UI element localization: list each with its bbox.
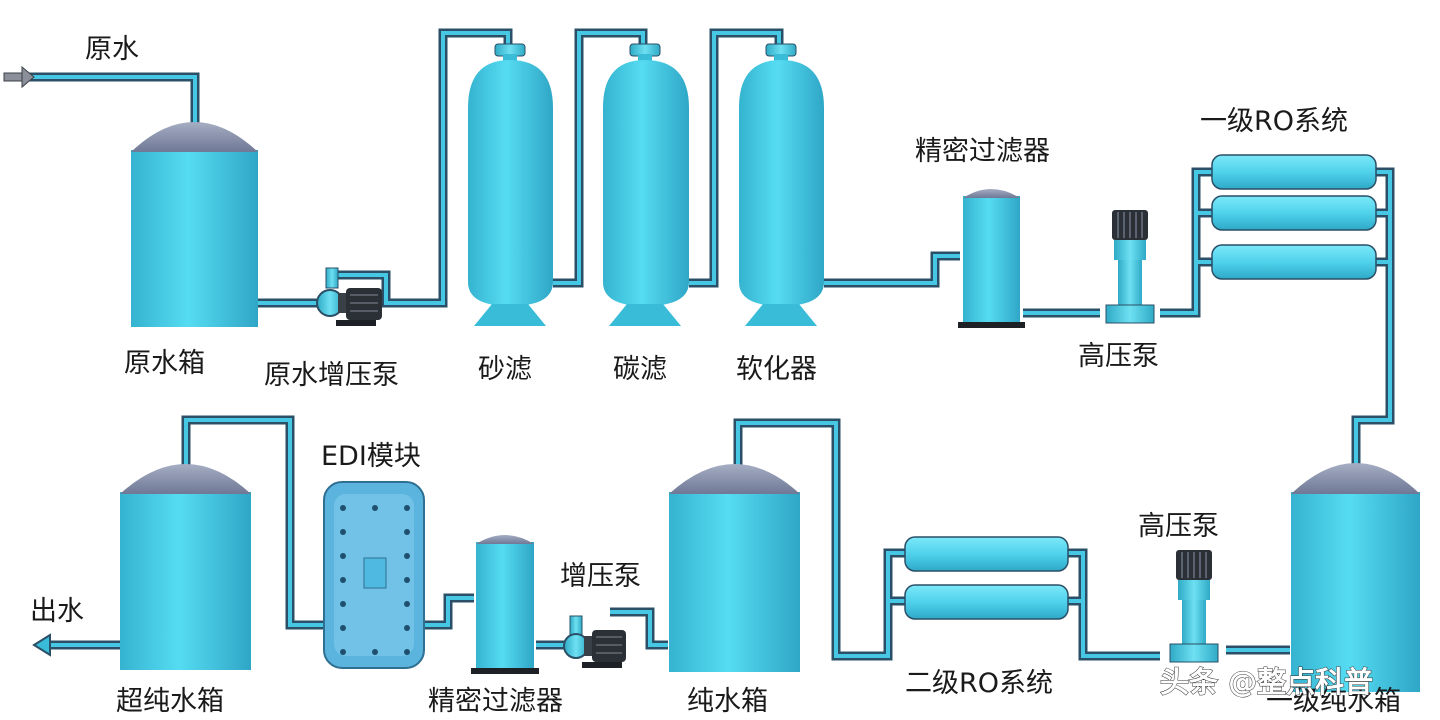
ro2-membranes (904, 536, 1069, 620)
label-raw-water: 原水 (85, 34, 139, 65)
pure-water-tank (669, 464, 800, 672)
edi-module (323, 481, 425, 669)
watermark: 头条 @整点科普 (1160, 665, 1373, 699)
carbon-filter-vessel (603, 43, 689, 326)
precision-filter-bottom (471, 535, 539, 674)
label-outlet-water: 出水 (30, 596, 84, 627)
label-ro1-system: 一级RO系统 (1200, 106, 1348, 137)
label-carbon-filter: 碳滤 (613, 354, 667, 385)
pipes (24, 28, 1395, 661)
arrow-left-icon (32, 633, 51, 657)
high-pressure-pump-top (1105, 210, 1155, 324)
label-raw-water-pump: 原水增压泵 (264, 360, 399, 391)
label-precision-filter-top: 精密过滤器 (915, 136, 1050, 167)
precision-filter-top (958, 189, 1025, 328)
label-high-pressure-pump-bottom: 高压泵 (1138, 511, 1219, 542)
label-raw-water-tank: 原水箱 (124, 348, 205, 379)
ro1-pure-water-tank (1291, 463, 1420, 692)
label-softener: 软化器 (736, 354, 817, 385)
high-pressure-pump-bottom (1169, 550, 1219, 663)
label-sand-filter: 砂滤 (478, 354, 532, 385)
label-precision-filter-bottom: 精密过滤器 (428, 686, 563, 717)
ro1-membranes (1211, 154, 1377, 280)
softener-vessel (739, 43, 824, 326)
ultra-pure-water-tank (120, 464, 251, 670)
label-edi-module: EDI模块 (321, 441, 421, 472)
booster-pump (563, 615, 626, 668)
label-pure-water-tank: 纯水箱 (687, 686, 768, 717)
raw-water-tank (131, 122, 258, 327)
sand-filter-vessel (468, 43, 553, 326)
label-ultra-pure-water-tank: 超纯水箱 (116, 686, 224, 717)
raw-water-pump (316, 267, 382, 326)
label-booster-pump: 增压泵 (560, 561, 641, 592)
arrow-right-icon (3, 65, 35, 89)
label-ro2-system: 二级RO系统 (905, 668, 1053, 699)
label-ro1-pure-water-tank: 一级纯水箱 (1266, 686, 1401, 717)
label-high-pressure-pump-top: 高压泵 (1078, 341, 1159, 372)
